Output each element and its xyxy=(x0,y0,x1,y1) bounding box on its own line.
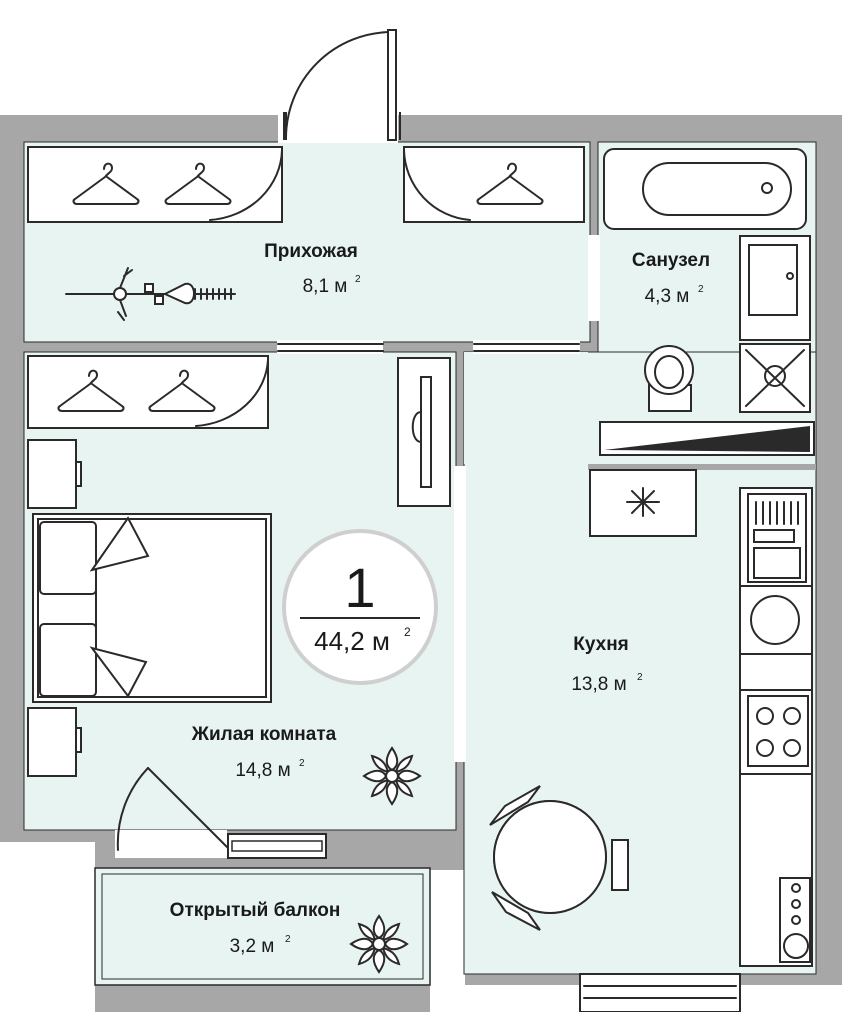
bed-icon xyxy=(32,513,272,703)
rooms-count: 1 xyxy=(344,556,375,619)
room-name-hallway: Прихожая xyxy=(264,241,358,262)
area-unit-sup: 2 xyxy=(299,758,305,769)
area-unit-sup: 2 xyxy=(355,274,361,285)
room-area-living: 14,8 м xyxy=(235,760,290,781)
fridge-icon xyxy=(589,469,697,537)
total-area: 44,2 м xyxy=(314,626,390,656)
room-name-bathroom: Санузел xyxy=(632,250,710,271)
tv-icon xyxy=(397,357,451,507)
dining-table-icon xyxy=(489,785,629,931)
toilet-icon xyxy=(644,345,694,412)
bath-step xyxy=(599,421,815,456)
room-name-balcony: Открытый балкон xyxy=(170,900,341,921)
cooktop-icon xyxy=(779,877,811,963)
area-unit-sup: 2 xyxy=(698,284,704,295)
nightstand-bottom xyxy=(27,707,82,777)
coat-rack-icon xyxy=(65,267,236,321)
plant-icon xyxy=(350,915,408,973)
living-wardrobe xyxy=(27,355,269,429)
plant-icon xyxy=(363,747,421,805)
openings xyxy=(115,29,741,1012)
stove-icon xyxy=(747,695,809,767)
room-name-living: Жилая комната xyxy=(191,724,337,745)
sink-kitchen-icon xyxy=(750,595,800,645)
bathtub-icon xyxy=(603,148,807,230)
sink-icon xyxy=(739,235,811,341)
kitchen-counter xyxy=(739,487,813,967)
room-labels: Прихожая 8,1 м 2 Санузел 4,3 м 2 Жилая к… xyxy=(170,241,710,957)
room-area-kitchen: 13,8 м xyxy=(571,674,626,695)
room-area-balcony: 3,2 м xyxy=(230,936,275,957)
hallway-wardrobe xyxy=(27,146,585,223)
nightstand-top xyxy=(27,439,82,509)
area-unit-sup: 2 xyxy=(404,625,411,639)
room-area-hallway: 8,1 м xyxy=(303,276,348,297)
shower-drain-icon xyxy=(739,343,811,413)
apartment-badge: 1 44,2 м 2 xyxy=(282,529,438,685)
room-name-kitchen: Кухня xyxy=(573,634,629,655)
area-unit-sup: 2 xyxy=(637,672,643,683)
room-area-bathroom: 4,3 м xyxy=(645,286,690,307)
area-unit-sup: 2 xyxy=(285,934,291,945)
